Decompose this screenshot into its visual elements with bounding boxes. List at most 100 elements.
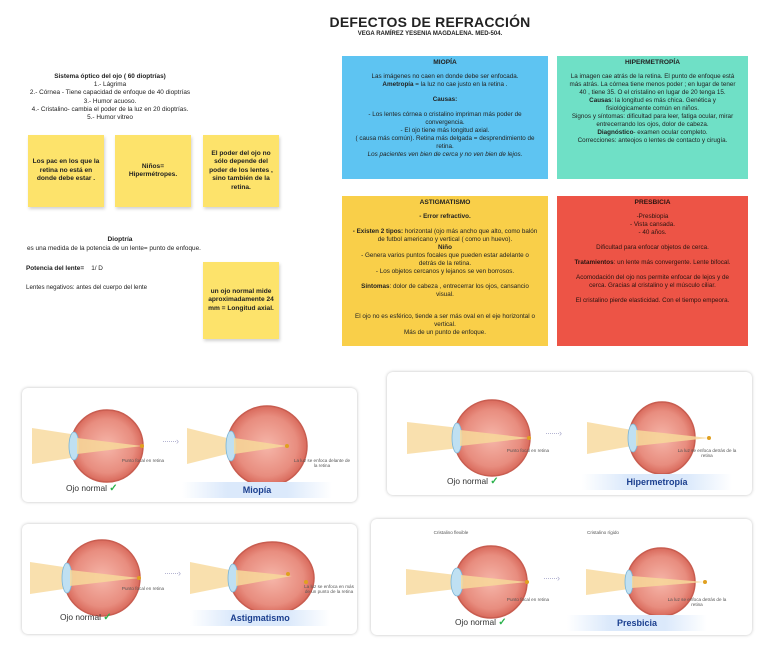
astigmatismo-banner: Astigmatismo xyxy=(190,610,330,626)
optical-system-item: 5.- Humor vitreo xyxy=(87,114,133,122)
normal-eye-illustration xyxy=(406,545,529,619)
sticky-note-longitud: un ojo normal mide aproximadamente 24 mm… xyxy=(203,262,279,339)
miopia-note: La luz se enfoca delante de la retina xyxy=(293,458,351,469)
miopia-causes-title: Causas: xyxy=(432,96,458,103)
focal-label: Punto focal en retina xyxy=(506,448,550,453)
symptoms-term: Síntomas xyxy=(361,283,390,290)
lens-power: Potencia del lente= 1/ D xyxy=(26,265,103,272)
optical-system-notes: Sistema óptico del ojo ( 60 dioptrías) 1… xyxy=(0,73,220,122)
hipermetropia-diagram: ·······› Punto focal en retina La luz se… xyxy=(387,372,752,495)
presbicia-note: La luz se enfoca detrás de la retina xyxy=(667,597,727,608)
arrow-icon: ·······› xyxy=(164,568,181,578)
causes-def: : la longitud es más chica. Genética y f… xyxy=(605,97,716,112)
normal-eye-label: Ojo normal ✓ xyxy=(447,476,499,487)
hipermetropia-corrections: Correcciones: anteojos o lentes de conta… xyxy=(577,137,728,144)
check-icon: ✓ xyxy=(490,476,499,487)
dioptria-text: es una medida de la potencia de un lente… xyxy=(27,245,201,252)
negative-lenses-note: Lentes negativos: antes del cuerpo del l… xyxy=(26,284,148,291)
astigmatismo-diagram: ·······› Punto focal en retina La luz se… xyxy=(22,524,357,634)
hipermetropia-note: La luz se enfoca detrás de la retina xyxy=(677,448,737,459)
sticky-note-retina: Los pac en los que la retina no está en … xyxy=(28,135,104,207)
focal-label: Punto focal en retina xyxy=(121,586,165,591)
normal-eye-label: Ojo normal ✓ xyxy=(455,617,507,628)
hipermetropia-eye-illustration xyxy=(587,401,711,475)
ametropia-def: = la luz no cae justo en la retina . xyxy=(413,81,508,88)
presb-line: Acomodación del ojo nos permite enfocar … xyxy=(576,274,729,289)
eye-illustrations xyxy=(407,399,711,477)
normal-eye-text: Ojo normal xyxy=(60,612,101,622)
normal-eye-illustration xyxy=(407,399,531,477)
miopia-cause: - El ojo tiene más longitud axial. xyxy=(400,127,490,134)
causes-term: Causas xyxy=(589,97,612,104)
miopia-title: MIOPÍA xyxy=(433,59,457,66)
diagnosis-term: Diagnóstico xyxy=(597,129,634,136)
miopia-card: MIOPÍA Las imágenes no caen en donde deb… xyxy=(342,56,548,179)
normal-eye-text: Ojo normal xyxy=(66,483,107,493)
miopia-banner: Miopía xyxy=(182,482,332,498)
eye-illustrations xyxy=(30,539,315,617)
astig-line: - Genera varios puntos focales que puede… xyxy=(361,252,529,267)
symptoms-def: : dolor de cabeza , entrecerrar los ojos… xyxy=(389,283,529,298)
sticky-note-poder: El poder del ojo no sólo depende del pod… xyxy=(203,135,279,207)
astig-line: Más de un punto de enfoque. xyxy=(404,329,486,336)
dioptria-heading: Dioptría xyxy=(107,236,133,243)
arrow-icon: ·······› xyxy=(162,436,179,446)
astigmatismo-title: ASTIGMATISMO xyxy=(419,199,471,206)
astig-line: - Los objetos cercanos y lejanos se ven … xyxy=(375,268,515,275)
astig-types: - Existen 2 tipos: horizontal (ojo más a… xyxy=(352,228,538,244)
presb-line: El cristalino pierde elasticidad. Con el… xyxy=(575,297,730,304)
optical-system-heading: Sistema óptico del ojo ( 60 dioptrías) xyxy=(54,73,166,80)
optical-system-item: 3.- Humor acuoso. xyxy=(83,97,137,105)
hipermetropia-signs: Signos y síntomas: dificultad para leer,… xyxy=(571,113,734,128)
astig-line: - Error refractivo. xyxy=(419,213,471,220)
arrow-icon: ·······› xyxy=(543,573,560,583)
lens-power-label: Potencia del lente= xyxy=(26,265,85,272)
miopia-cause: - Los lentes córnea o cristalino imprima… xyxy=(368,111,522,126)
hipermetropia-diagnosis: Diagnóstico- examen ocular completo. xyxy=(567,129,738,137)
normal-eye-label: Ojo normal ✓ xyxy=(66,483,118,494)
lens-power-formula: 1/ D xyxy=(91,265,103,272)
astig-symptoms: Síntomas: dolor de cabeza , entrecerrar … xyxy=(352,283,538,299)
normal-eye-illustration xyxy=(32,409,144,483)
presb-line: -Presbiopia xyxy=(636,213,669,220)
presbicia-diagram: Cristalino flexible Cristalino rígido ··… xyxy=(371,519,752,635)
optical-system-item: 2.- Córnea - Tiene capacidad de enfoque … xyxy=(29,89,191,97)
arrow-icon: ·······› xyxy=(545,428,562,438)
eye-illustrations xyxy=(32,405,308,487)
hipermetropia-text: La imagen cae atrás de la retina. El pun… xyxy=(569,73,736,96)
normal-eye-label: Ojo normal ✓ xyxy=(60,612,112,623)
rigid-lens-label: Cristalino rígido xyxy=(587,530,619,535)
normal-eye-text: Ojo normal xyxy=(447,476,488,486)
optical-system-item: 4.- Cristalino- cambia el poder de la lu… xyxy=(31,105,189,113)
normal-eye-illustration xyxy=(30,539,141,617)
focal-label: Punto focal en retina xyxy=(121,458,165,463)
focal-label: Punto focal en retina xyxy=(506,597,550,602)
treatment-def: : un lente más convergente. Lente bifoca… xyxy=(613,259,731,266)
check-icon: ✓ xyxy=(103,612,112,623)
hipermetropia-banner: Hipermetropía xyxy=(582,474,732,490)
astigmatismo-note: La luz se enfoca en más de un punto de l… xyxy=(304,584,354,595)
treatment-term: Tratamientos xyxy=(574,259,614,266)
normal-eye-text: Ojo normal xyxy=(455,617,496,627)
presbicia-banner: Presbicia xyxy=(567,615,707,631)
hipermetropia-card: HIPERMETROPÍA La imagen cae atrás de la … xyxy=(557,56,748,179)
astigmatismo-eye-illustration xyxy=(190,541,315,615)
miopia-eye-illustration xyxy=(187,405,308,487)
astig-line: El ojo no es esférico, tiende a ser más … xyxy=(355,313,535,328)
check-icon: ✓ xyxy=(109,483,118,494)
miopia-ametropia: Ametropía = la luz no cae justo en la re… xyxy=(352,81,538,89)
ametropia-term: Ametropía xyxy=(382,81,414,88)
hipermetropia-title: HIPERMETROPÍA xyxy=(625,59,680,66)
presb-treatment: Tratamientos: un lente más convergente. … xyxy=(567,259,738,267)
page-title: DEFECTOS DE REFRACCIÓN xyxy=(329,14,531,30)
astigmatismo-card: ASTIGMATISMO - Error refractivo. - Exist… xyxy=(342,196,548,346)
presbicia-eye-illustration xyxy=(586,547,707,617)
presbicia-card: PRESBICIA -Presbiopia - Vista cansada. -… xyxy=(557,196,748,346)
diagnosis-def: - examen ocular completo. xyxy=(633,129,708,136)
miopia-cause: Los pacientes ven bien de cerca y no ven… xyxy=(367,151,523,158)
miopia-diagram: ·······› Punto focal en retina La luz se… xyxy=(22,388,357,502)
miopia-cause: ( causa más común). Retina más delgada =… xyxy=(355,135,535,150)
types-term: - Existen 2 tipos: xyxy=(352,228,404,235)
miopia-text: Las imágenes no caen en donde debe ser e… xyxy=(371,73,519,80)
types-def: horizontal (ojo más ancho que alto, como… xyxy=(377,228,538,243)
